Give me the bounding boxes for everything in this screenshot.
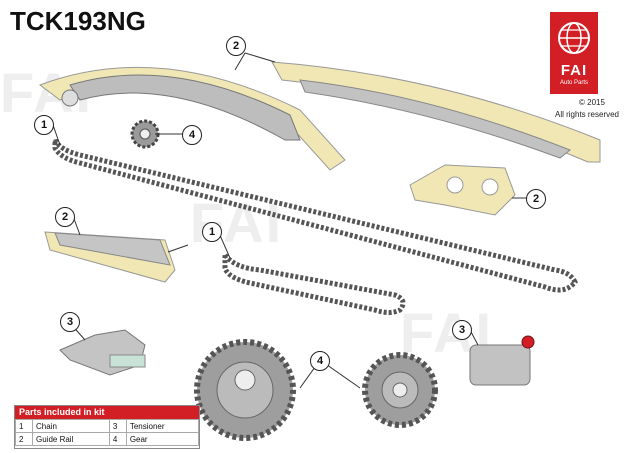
logo-subtext: Auto Parts (559, 80, 588, 86)
tensioner-left (59, 329, 146, 376)
callout-2-block: 2 (526, 189, 546, 209)
callout-1-short: 1 (202, 222, 222, 242)
logo-text: FAI (560, 62, 588, 79)
legend-table: 1 Chain 3 Tensioner 2 Guide Rail 4 Gear (15, 419, 200, 446)
long-chain (52, 138, 578, 293)
tensioner-right (469, 344, 531, 386)
legend-label: Chain (32, 419, 110, 433)
callout-4-gears: 4 (310, 351, 330, 371)
callout-2-left: 2 (55, 207, 75, 227)
legend-label: Tensioner (125, 419, 200, 433)
legend-row: 2 Guide Rail 4 Gear (15, 432, 200, 446)
legend-label: Gear (125, 432, 200, 446)
legend-number: 2 (15, 432, 33, 446)
callout-2-top: 2 (226, 36, 246, 56)
rights-text: All rights reserved (554, 110, 620, 119)
part-number-title: TCK193NG (10, 6, 146, 36)
parts-legend: Parts included in kit 1 Chain 3 Tensione… (14, 405, 200, 449)
callout-1-top: 1 (34, 115, 54, 135)
fai-logo: FAI Auto Parts (550, 12, 598, 94)
legend-number: 3 (108, 419, 127, 433)
callout-4-small-gear: 4 (182, 125, 202, 145)
callout-3-left: 3 (60, 312, 80, 332)
guide-block (409, 164, 516, 216)
legend-label: Guide Rail (32, 432, 110, 446)
copyright-text: © 2015 (579, 98, 605, 107)
legend-row: 1 Chain 3 Tensioner (15, 419, 200, 433)
guide-rail-right-metal (299, 79, 571, 159)
rail-pivot (61, 89, 79, 107)
legend-number: 1 (15, 419, 33, 433)
legend-title: Parts included in kit (15, 406, 199, 419)
globe-icon (558, 22, 590, 54)
legend-number: 4 (108, 432, 127, 446)
short-chain (222, 247, 406, 315)
callout-3-right: 3 (452, 320, 472, 340)
guide-rail-long-metal (69, 74, 301, 141)
